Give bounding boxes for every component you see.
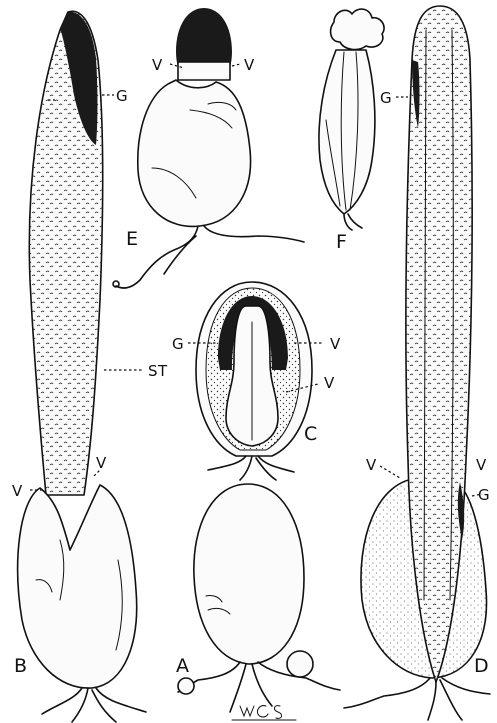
figure-d-roots [344,678,490,720]
label-c-volva-top: V [330,335,341,353]
label-d-gleba-top: G [380,89,392,107]
figure-f [319,9,384,230]
figure-letter-b: B [14,655,27,677]
figure-a-bud-left [178,678,194,694]
figure-e-egg [138,80,251,226]
label-b-stalk: ST [148,362,168,380]
figure-e [113,8,304,288]
figure-e-roots [116,226,304,288]
label-c-volva-bottom: V [324,374,335,392]
label-c-gleba: G [172,335,184,353]
figure-a-egg [194,484,304,664]
figure-a-roots [178,662,340,712]
label-e-volva-right: V [244,56,255,74]
figure-a-bud-right [287,651,313,677]
artist-signature [232,706,296,720]
figure-letter-d: D [474,655,489,677]
figure-c [188,282,324,480]
label-d-gleba-low: G [478,486,490,504]
figure-letter-c: C [304,423,317,445]
figure-b-volva [18,485,137,688]
figure-c-roots [208,456,294,480]
label-b-volva-left: V [12,482,23,500]
label-b-volva-right: V [96,454,107,472]
figure-letter-e: E [126,228,138,250]
label-e-volva-left: V [152,56,163,74]
label-b-gleba: G [116,87,128,105]
figure-letter-a: A [176,655,189,677]
figure-letter-f: F [336,231,347,253]
label-d-volva-left: V [366,456,377,474]
figure-f-cap [331,9,384,49]
figure-a [178,484,340,712]
figure-b [18,11,146,722]
label-d-volva-right: V [476,456,487,474]
figure-b-roots [42,688,146,722]
